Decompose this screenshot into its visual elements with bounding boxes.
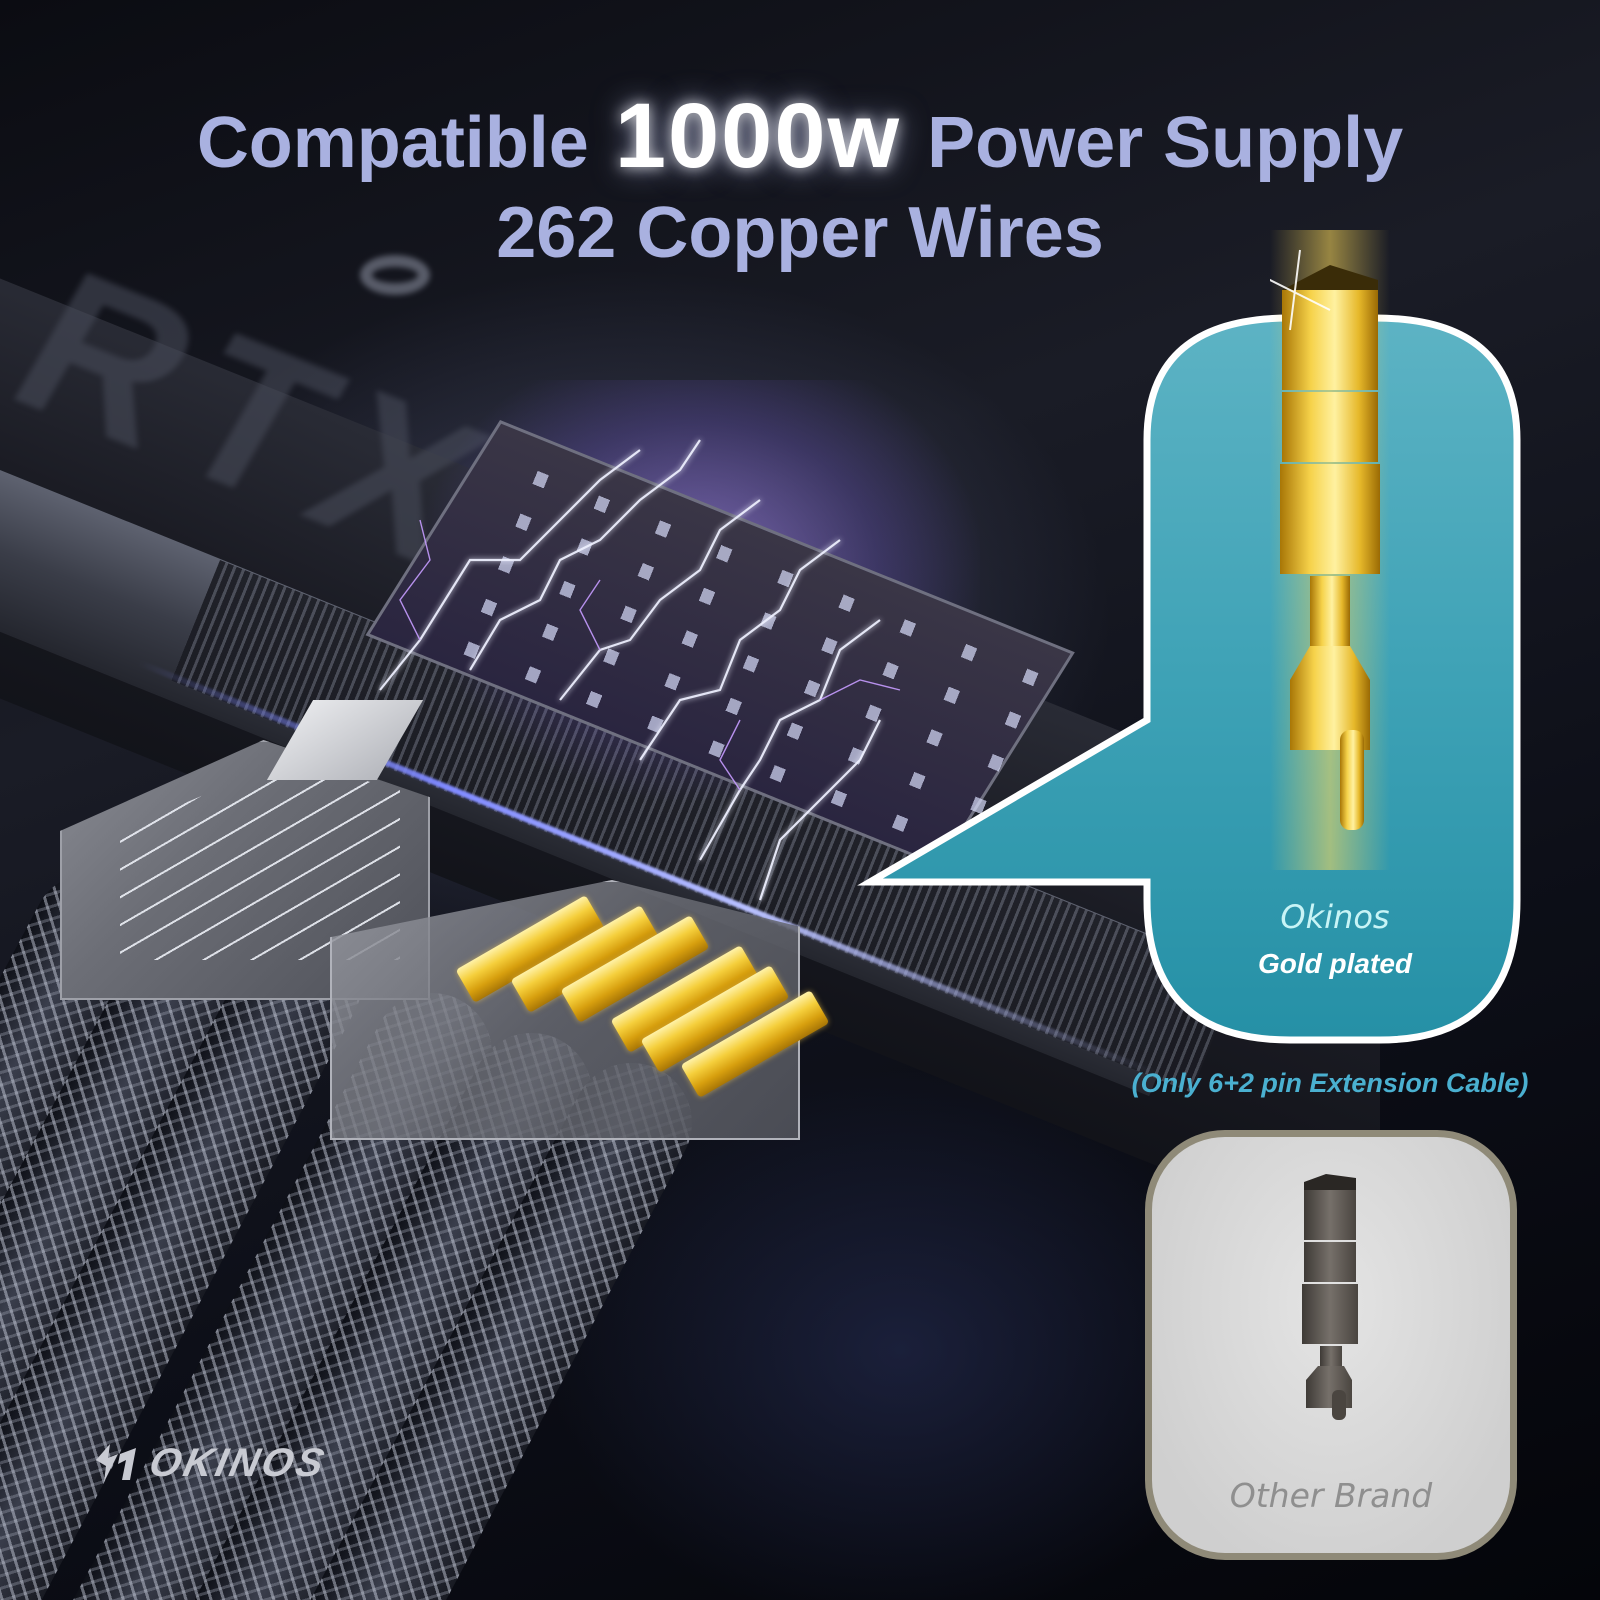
- callout-description: Gold plated: [1258, 948, 1412, 979]
- headline-prefix: Compatible: [196, 103, 589, 183]
- subheadline-copper-wires: 262 Copper Wires: [496, 193, 1104, 273]
- headline-wattage: 1000w: [614, 85, 902, 187]
- gold-terminal-pin-icon: [1270, 230, 1390, 870]
- compatibility-note: (Only 6+2 pin Extension Cable): [1131, 1068, 1529, 1098]
- headline-suffix: Power Supply: [927, 103, 1404, 183]
- brand-logo: OKINOS: [92, 1440, 331, 1486]
- okinos-logo-icon: [96, 1444, 136, 1482]
- logo-text: OKINOS: [145, 1440, 331, 1485]
- comparison-label: Other Brand: [1229, 1476, 1433, 1515]
- oxidized-terminal-pin-icon: [1302, 1174, 1358, 1420]
- headline: Compatible 1000w Power Supply: [0, 84, 1600, 189]
- callout-brand-name: Okinos: [1280, 898, 1390, 936]
